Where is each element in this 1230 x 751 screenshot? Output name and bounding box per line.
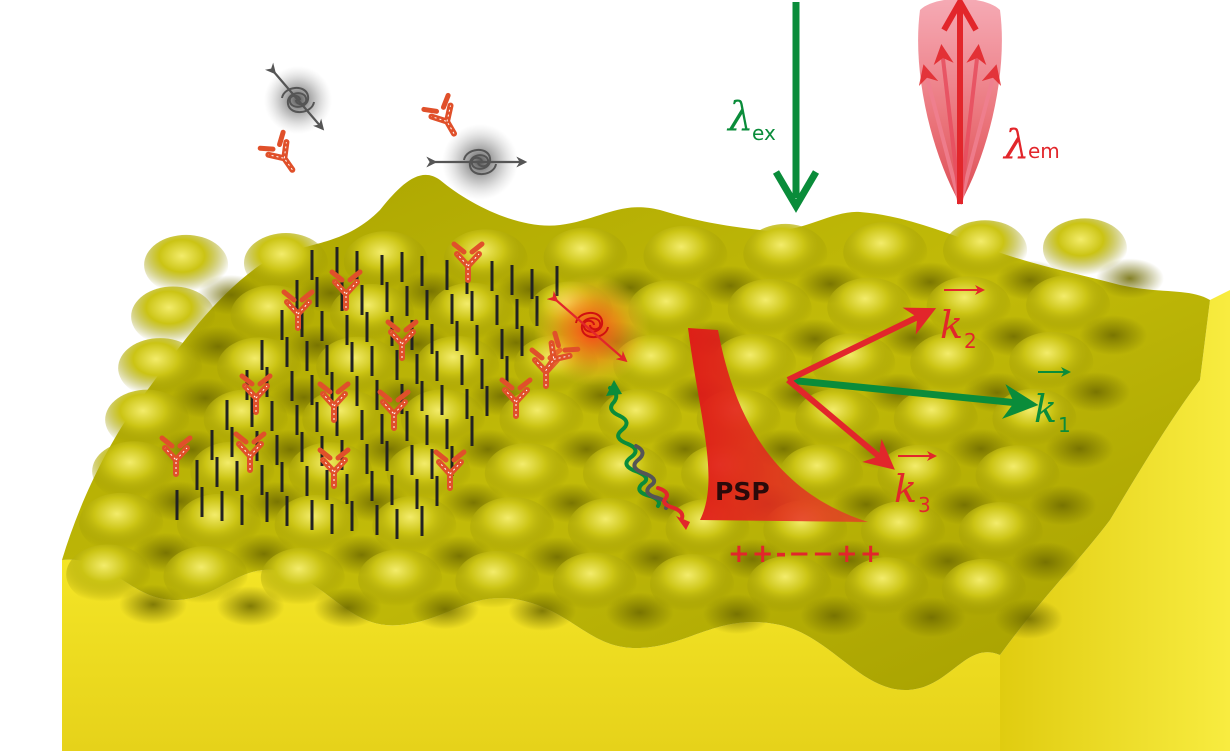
grating-bump bbox=[343, 231, 428, 292]
grating-bump bbox=[827, 277, 912, 338]
grating-bump bbox=[203, 389, 288, 450]
grating-bump bbox=[582, 443, 667, 504]
grating-bump bbox=[316, 336, 401, 397]
incident-light-arrow-icon bbox=[772, 2, 820, 213]
grating-bump bbox=[747, 555, 832, 616]
grating-bump bbox=[131, 286, 216, 347]
grating-bump bbox=[844, 557, 929, 618]
k3-label: k 3 bbox=[894, 451, 937, 517]
grating-bumps bbox=[66, 218, 1164, 639]
grating-bump bbox=[443, 229, 528, 290]
grating-bump bbox=[274, 494, 359, 555]
psp-label: PSP bbox=[715, 477, 770, 506]
grating-bump bbox=[92, 441, 177, 502]
grating-bump bbox=[743, 223, 828, 284]
grating-bump bbox=[543, 227, 628, 288]
grating-vectors: k 1 k 2 k 3 bbox=[786, 285, 1071, 517]
unbound-complex-left bbox=[260, 62, 332, 178]
grating-bump bbox=[861, 501, 946, 562]
gold-substrate bbox=[62, 290, 1230, 751]
grating-bump bbox=[260, 547, 345, 608]
grating-bump bbox=[552, 552, 637, 613]
svg-text:k: k bbox=[940, 303, 963, 347]
grating-bump bbox=[1009, 331, 1094, 392]
surface-charges-label: ++-−−++ bbox=[728, 539, 884, 569]
lambda-ex-label: λ ex bbox=[726, 94, 776, 145]
grating-bump bbox=[372, 495, 457, 556]
grating-bump bbox=[484, 443, 569, 504]
grating-bump bbox=[811, 333, 896, 394]
wavy-coupling-arrow-icon bbox=[606, 380, 690, 530]
emitted-light-cone-icon bbox=[918, 0, 1002, 205]
grating-bump bbox=[941, 558, 1026, 619]
grating-bump bbox=[499, 389, 584, 450]
k1-vector bbox=[787, 376, 1039, 419]
substrate-front-face bbox=[62, 559, 1000, 751]
svg-text:λ: λ bbox=[726, 94, 753, 140]
svg-text:3: 3 bbox=[918, 493, 931, 517]
svg-text:em: em bbox=[1028, 139, 1060, 163]
substrate-right-face bbox=[1000, 290, 1230, 751]
grating-bump bbox=[727, 278, 812, 339]
grating-bump bbox=[118, 338, 203, 399]
svg-text:λ: λ bbox=[1002, 122, 1029, 168]
grating-bump bbox=[958, 502, 1043, 563]
svg-text:2: 2 bbox=[964, 329, 977, 353]
k2-label: k 2 bbox=[940, 285, 985, 353]
svg-text:k: k bbox=[894, 467, 917, 511]
grating-surface bbox=[62, 174, 1210, 691]
grating-bump bbox=[910, 332, 995, 393]
grating-bump bbox=[358, 549, 443, 610]
grating-bump bbox=[163, 546, 248, 607]
grating-bump bbox=[1026, 275, 1111, 336]
grating-bump bbox=[926, 276, 1011, 337]
grating-bump bbox=[712, 333, 797, 394]
grating-bump bbox=[893, 388, 978, 449]
k1-label: k 1 bbox=[1034, 367, 1071, 437]
svg-text:1: 1 bbox=[1058, 413, 1071, 437]
grating-bump bbox=[975, 445, 1060, 506]
antibody-icon bbox=[260, 132, 304, 178]
grating-bump bbox=[643, 225, 728, 286]
grating-bump bbox=[843, 222, 928, 283]
grating-bump bbox=[598, 389, 683, 450]
grating-bump bbox=[105, 389, 190, 450]
psp-field-profile: PSP ++-−−++ bbox=[688, 328, 884, 569]
grating-bump bbox=[66, 544, 151, 605]
grating-bump bbox=[567, 498, 652, 559]
grating-bump bbox=[144, 234, 229, 295]
grating-bump bbox=[79, 492, 164, 553]
grating-bump bbox=[386, 442, 471, 503]
grating-bump bbox=[1042, 218, 1127, 279]
bound-complex-emitting bbox=[534, 274, 650, 386]
grating-bump bbox=[176, 493, 261, 554]
grating-bump bbox=[649, 554, 734, 615]
svg-text:ex: ex bbox=[752, 121, 776, 145]
grating-bump bbox=[302, 389, 387, 450]
lambda-em-label: λ em bbox=[1002, 122, 1060, 168]
grating-bump bbox=[243, 233, 328, 294]
capture-probe-array bbox=[175, 247, 559, 539]
grating-bump bbox=[217, 337, 302, 398]
grating-bump bbox=[455, 550, 540, 611]
k3-vector bbox=[786, 377, 895, 470]
grating-bump bbox=[470, 496, 555, 557]
grating-bump bbox=[943, 220, 1028, 281]
svg-text:k: k bbox=[1034, 387, 1057, 431]
grating-bump bbox=[877, 444, 962, 505]
k2-vector bbox=[786, 307, 937, 383]
unbound-complex-right bbox=[424, 95, 528, 200]
